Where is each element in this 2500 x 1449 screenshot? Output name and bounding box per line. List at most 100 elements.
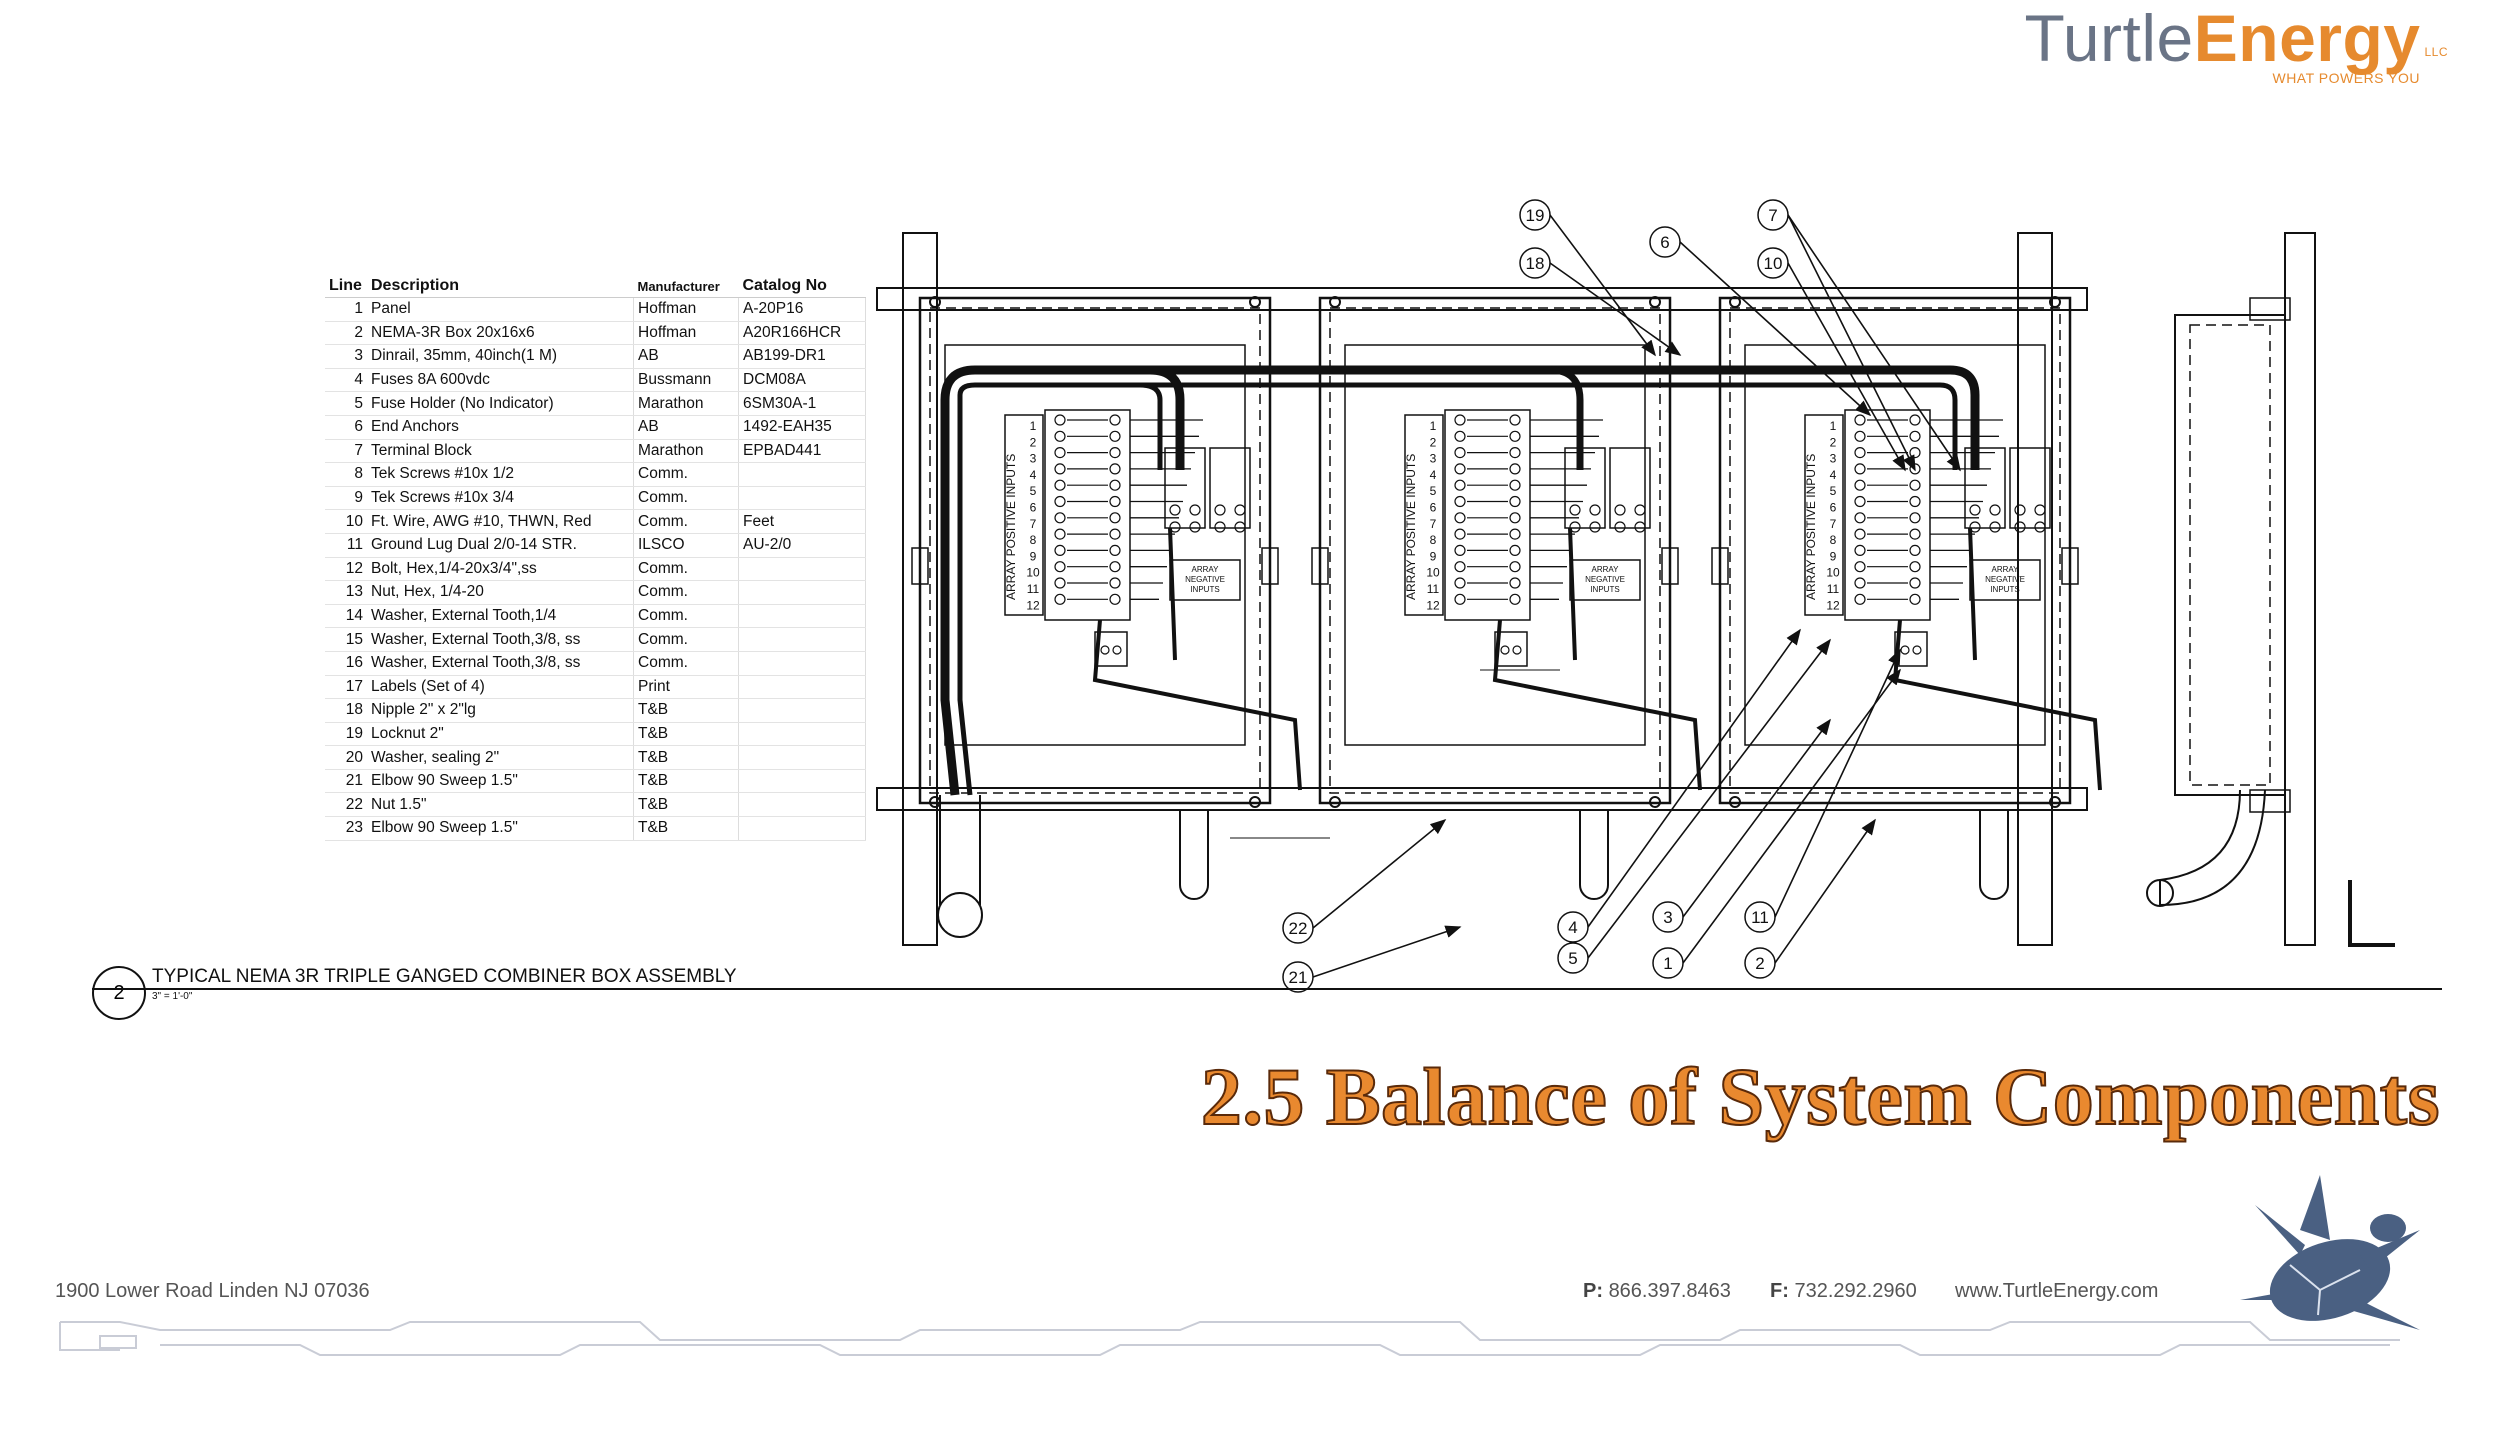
bom-description: Tek Screws #10x 1/2 xyxy=(367,462,634,487)
terminal-screw xyxy=(1909,479,1921,491)
terminal-screw xyxy=(1054,561,1066,573)
logo-tagline: WHAT POWERS YOU xyxy=(2272,70,2420,86)
latch xyxy=(1661,547,1679,585)
terminal-screw xyxy=(1054,544,1066,557)
terminal-screw xyxy=(1054,430,1066,442)
terminal-screw xyxy=(1854,430,1866,442)
terminal-label-block xyxy=(1804,414,1844,616)
terminal-screw xyxy=(1569,521,1581,533)
bom-manufacturer: Comm. xyxy=(633,604,739,629)
footer-phone: P: 866.397.8463 xyxy=(1583,1280,1731,1303)
terminal-number: 3 xyxy=(1430,452,1437,466)
terminal-screw xyxy=(1054,479,1066,491)
page-title: 2.5 Balance of System Components xyxy=(1200,1050,2441,1143)
mount-hole xyxy=(1249,296,1261,308)
mount-hole xyxy=(1649,796,1661,808)
callout-number: 2 xyxy=(1755,954,1764,973)
terminal-screw xyxy=(1509,528,1521,540)
enclosure-inner xyxy=(1729,307,2061,794)
main-conductor xyxy=(1549,366,1584,470)
terminal-screw xyxy=(1454,479,1466,491)
elbow-opening xyxy=(2146,879,2174,907)
bom-line-number: 13 xyxy=(325,580,367,605)
bottom-rail xyxy=(876,787,2088,811)
bom-description: End Anchors xyxy=(367,415,634,440)
terminal-number: 4 xyxy=(1030,468,1037,482)
bom-line-number: 2 xyxy=(325,321,367,346)
bom-manufacturer: T&B xyxy=(633,722,739,747)
distribution-block xyxy=(1964,447,2006,529)
terminal-screw xyxy=(1509,593,1521,605)
callout-number: 18 xyxy=(1526,254,1545,273)
terminal-screw xyxy=(1169,521,1181,533)
terminal-screw xyxy=(1634,521,1646,533)
mount-hole xyxy=(1649,296,1661,308)
leader-line xyxy=(1682,668,1901,964)
terminal-screw xyxy=(1854,512,1866,524)
leader-line xyxy=(1312,925,1462,978)
bom-line-number: 17 xyxy=(325,675,367,700)
terminal-screw xyxy=(2014,521,2026,533)
terminal-number: 10 xyxy=(1426,566,1440,580)
terminal-screw xyxy=(1054,463,1066,475)
backplate xyxy=(1744,344,2046,746)
side-bracket xyxy=(2249,297,2291,321)
terminal-screw xyxy=(1109,512,1121,524)
terminal-screw xyxy=(1234,521,1246,533)
leader-line xyxy=(1774,818,1876,964)
enclosure-box xyxy=(1318,296,1672,805)
terminal-screw xyxy=(1854,593,1866,605)
array-negative-label: ARRAY xyxy=(1592,565,1620,574)
terminal-number: 2 xyxy=(1030,435,1037,449)
lug-screw xyxy=(1112,645,1122,655)
terminal-screw xyxy=(1634,504,1646,516)
circuit-trace-decoration xyxy=(59,1321,2400,1356)
terminal-screw xyxy=(1454,577,1466,589)
bill-of-materials-table: Line Description Manufacturer Catalog No… xyxy=(325,275,866,841)
terminal-screw xyxy=(1614,521,1626,533)
array-positive-label: ARRAY POSITIVE INPUTS xyxy=(1804,454,1818,600)
bom-description: Tek Screws #10x 3/4 xyxy=(367,486,634,511)
callout-number: 1 xyxy=(1663,954,1672,973)
side-base xyxy=(2348,880,2395,947)
terminal-number: 11 xyxy=(1027,582,1040,596)
callout-number: 5 xyxy=(1568,949,1577,968)
terminal-screw xyxy=(1454,447,1466,459)
terminal-number: 10 xyxy=(1026,566,1040,580)
terminal-screw xyxy=(1454,463,1466,475)
bom-catalog: A20R166HCR xyxy=(738,321,866,346)
leader-line xyxy=(1682,718,1831,918)
bom-manufacturer: AB xyxy=(633,415,739,440)
ground-lug xyxy=(1094,631,1128,667)
leader-line xyxy=(1549,262,1682,356)
footer-website[interactable]: www.TurtleEnergy.com xyxy=(1955,1280,2159,1302)
array-negative-label: ARRAY xyxy=(1192,565,1220,574)
terminal-screw xyxy=(1854,528,1866,540)
bom-catalog xyxy=(738,722,866,747)
terminal-screw xyxy=(1454,528,1466,540)
terminal-number: 4 xyxy=(1430,468,1437,482)
bom-description: Fuse Holder (No Indicator) xyxy=(367,391,634,416)
bom-line-number: 9 xyxy=(325,486,367,511)
bom-catalog xyxy=(738,816,866,841)
bom-catalog: EPBAD441 xyxy=(738,439,866,464)
terminal-screw xyxy=(1054,593,1066,605)
bom-manufacturer: Comm. xyxy=(633,651,739,676)
bom-catalog xyxy=(738,675,866,700)
bom-description: Washer, External Tooth,3/8, ss xyxy=(367,651,634,676)
terminal-screw xyxy=(1854,463,1866,475)
leader-line xyxy=(1787,214,1916,472)
terminal-label-block xyxy=(1404,414,1444,616)
terminal-screw xyxy=(1569,504,1581,516)
enclosure-inner xyxy=(1329,307,1661,794)
terminal-number: 5 xyxy=(1430,484,1437,498)
bom-line-number: 8 xyxy=(325,462,367,487)
bom-description: Fuses 8A 600vdc xyxy=(367,368,634,393)
bom-catalog xyxy=(738,462,866,487)
